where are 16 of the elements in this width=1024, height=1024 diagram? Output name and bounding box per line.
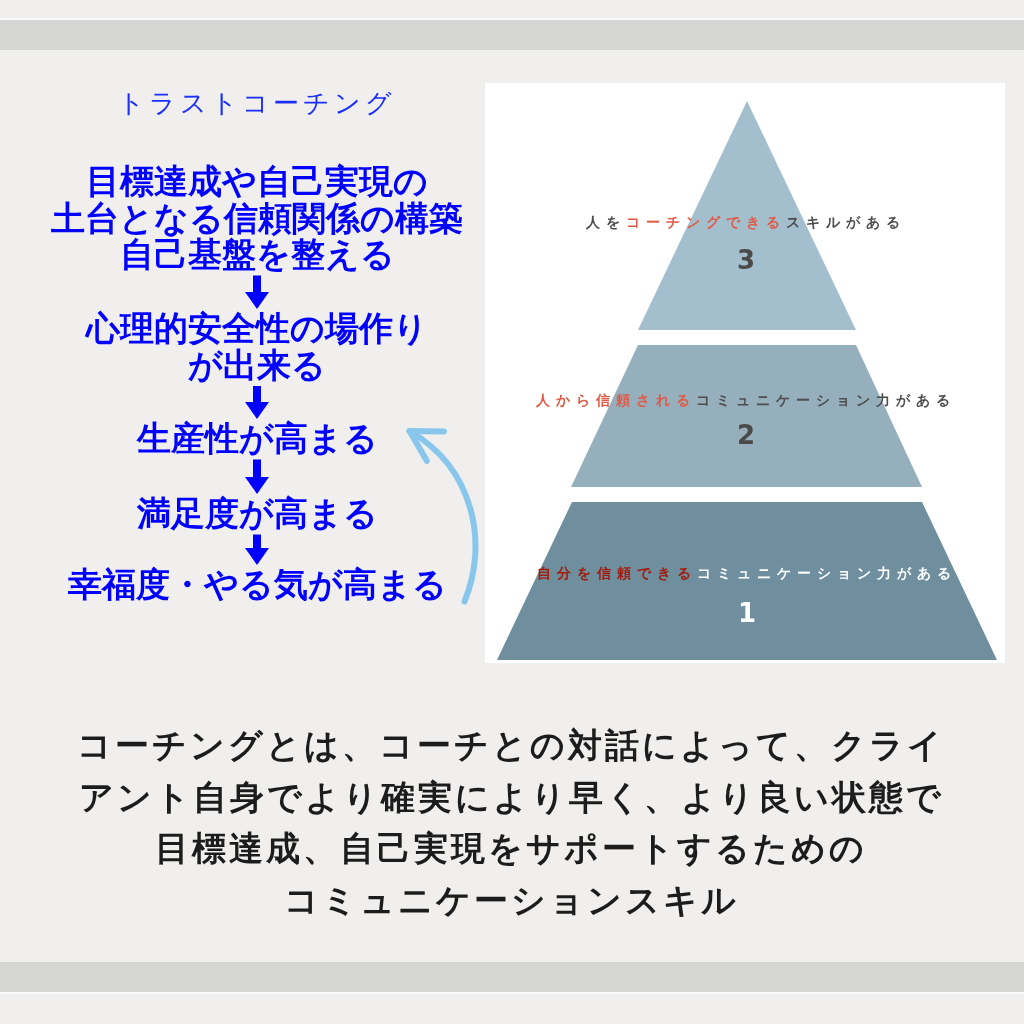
step-text: 自己基盤を整える (119, 237, 395, 274)
tier-label: 人から信頼されるコミュニケーション力がある (536, 391, 956, 409)
step-text: 心理的安全性の場作りが出来る (86, 311, 428, 384)
tier-number: 1 (737, 599, 757, 627)
tier-label: 自分を信頼できるコミュニケーション力がある (537, 564, 957, 582)
step-text: 幸福度・やる気が高まる (67, 567, 447, 604)
heading: トラストコーチング (118, 88, 396, 118)
tier-number: 2 (736, 421, 756, 449)
step-text: 目標達成や自己実現の土台となる信頼関係の構築 (51, 164, 463, 237)
curved-arrow (406, 428, 479, 605)
panel (485, 83, 1005, 663)
tier-number: 3 (736, 246, 756, 274)
description-text: コーチングとは、コーチとの対話によって、クライアント自身でより確実により早く、より良い状態で目標達成、自己実現をサポートするためのコミュニケーションスキル (77, 724, 945, 922)
step-text: 生産性が高まる (136, 421, 378, 458)
tier-label: 人をコーチングできるスキルがある (586, 213, 906, 231)
step-text: 満足度が高まる (136, 496, 378, 533)
